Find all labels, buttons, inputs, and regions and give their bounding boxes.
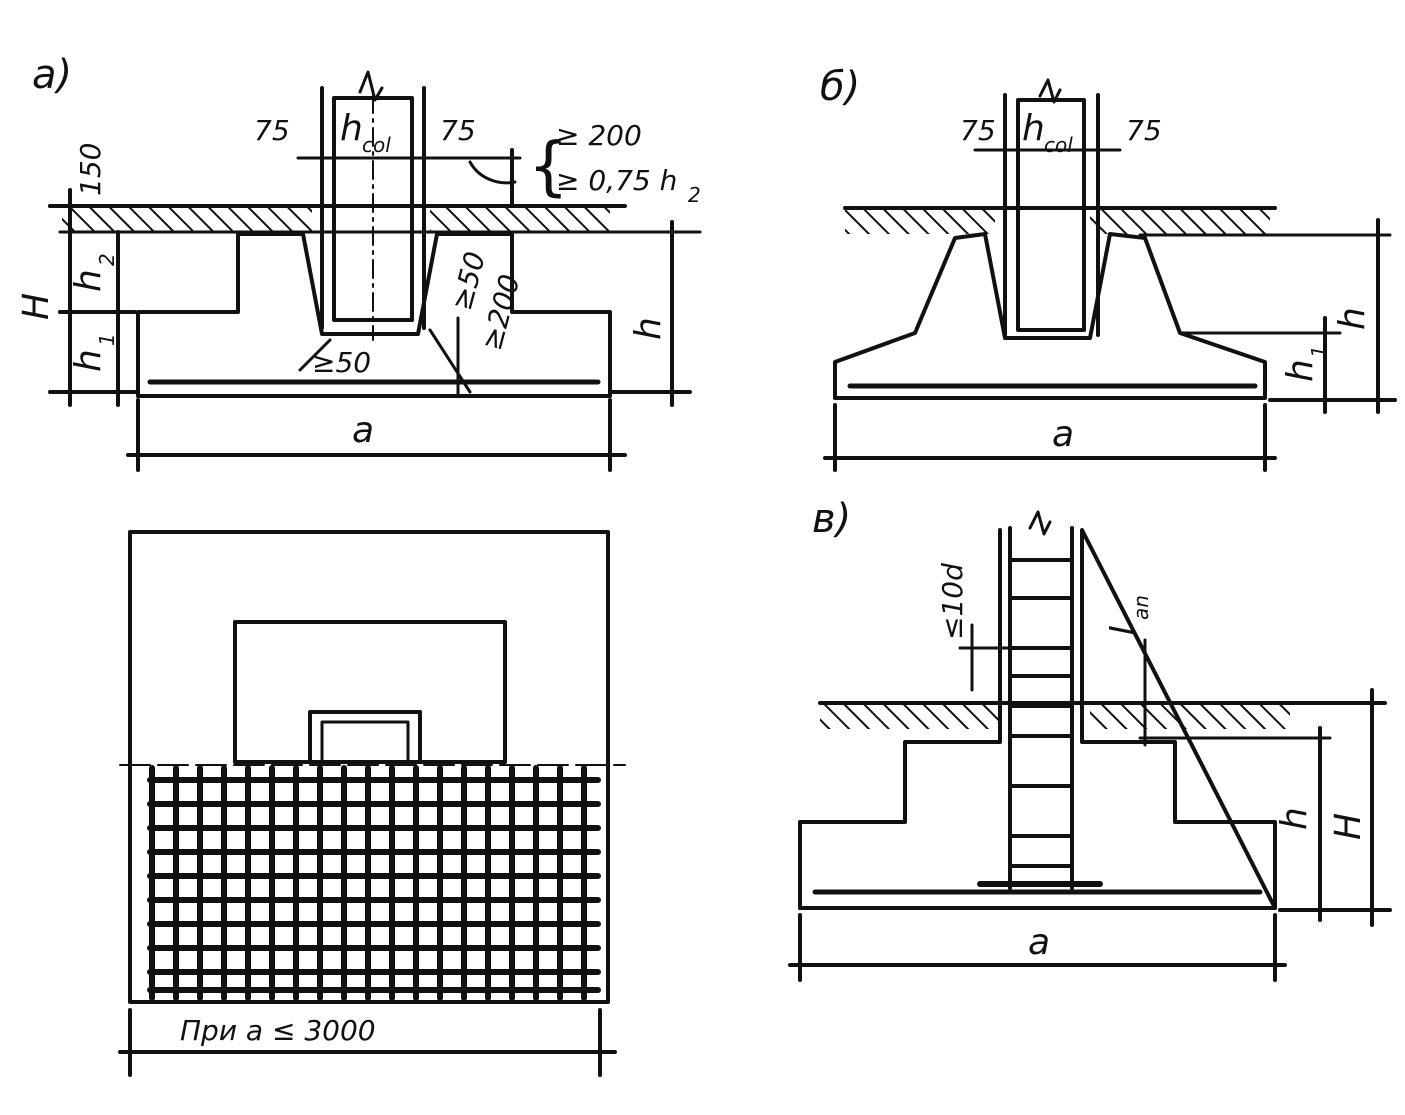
dim-10d-v: ≤10d (936, 563, 969, 640)
dim-a-b: a (1052, 414, 1074, 455)
plan-column (308, 710, 422, 764)
figure-a-label: а) (32, 52, 72, 98)
floor-hatch-left-a (62, 206, 312, 232)
floor-hatch-left-v (820, 703, 1000, 729)
figure-v-label: в) (812, 496, 851, 542)
dim-h1-sub-a: 1 (95, 333, 119, 346)
dim-h1-b: h (1280, 359, 1321, 382)
dim-min-075-sub-a: 2 (688, 183, 701, 207)
dim-hcol-a: h (340, 108, 363, 149)
dim-150-a: 150 (74, 143, 107, 196)
plan-rebar-mesh (147, 765, 601, 1001)
dim-75-right-b: 75 (1126, 114, 1162, 147)
floor-hatch-right-v (1090, 703, 1290, 729)
plan-step (233, 620, 507, 764)
floor-hatch-right-b (1090, 208, 1270, 234)
plan-caption: При a ≤ 3000 (180, 1014, 376, 1047)
dim-h2-sub-a: 2 (95, 253, 119, 266)
dim-lan-sub-v: an (1129, 595, 1153, 620)
dim-H-v: H (1328, 813, 1369, 840)
plan-view (118, 530, 626, 1077)
dim-h2-a: h (68, 269, 109, 292)
dim-H-a: H (16, 293, 57, 320)
foundation-outline-a (136, 232, 612, 398)
dim-75-left-a: 75 (254, 114, 290, 147)
figure-b-section (823, 78, 1397, 472)
dim-75-right-a: 75 (440, 114, 476, 147)
dim-a-v: a (1028, 922, 1050, 963)
dim-h-a: h (628, 317, 669, 340)
dim-h1-a: h (68, 349, 109, 372)
dim-75-left-b: 75 (960, 114, 996, 147)
plan-outline (128, 530, 610, 1004)
figure-a-section (48, 70, 702, 472)
dim-50-bottom-a: ≥50 (312, 346, 371, 379)
dim-hcol-b: h (1022, 108, 1045, 149)
column-reinforcement-cage (1008, 526, 1074, 890)
dim-h1-sub-b: 1 (1307, 345, 1331, 358)
figure-b-label: б) (820, 64, 860, 110)
brace-symbol: { (528, 130, 569, 204)
foundation-outline-b (833, 232, 1267, 400)
column-b (1016, 98, 1086, 332)
dim-h-b: h (1332, 307, 1373, 330)
dim-hcol-sub-a: col (362, 133, 391, 157)
dim-hcol-sub-b: col (1044, 133, 1073, 157)
floor-hatch-right-a (430, 206, 610, 232)
dim-min-075-a: ≥ 0,75 h (556, 164, 677, 197)
dim-min-200-a: ≥ 200 (556, 119, 642, 152)
dim-a-a: a (352, 410, 374, 451)
dim-lan-v: l (1104, 626, 1145, 636)
floor-hatch-left-b (845, 208, 995, 234)
dim-h-v: h (1274, 807, 1315, 830)
figure-v-section (788, 510, 1392, 982)
